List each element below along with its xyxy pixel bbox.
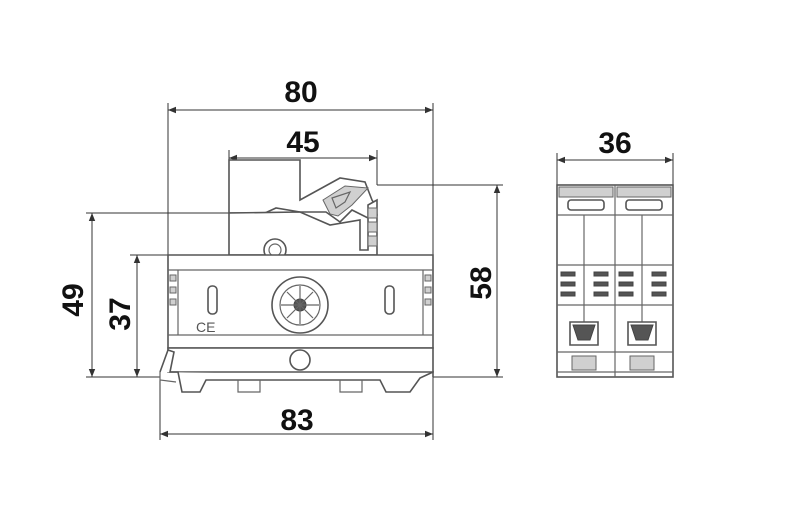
slot-right xyxy=(384,285,395,315)
fuse-holder-side xyxy=(556,184,674,378)
dim-label-36: 36 xyxy=(598,127,631,160)
pole-clip-2 xyxy=(627,321,657,346)
dim-label-58: 58 xyxy=(465,266,498,299)
front-view: 80 45 83 49 37 58 xyxy=(57,76,503,440)
pole-clip-1 xyxy=(569,321,599,346)
dim-label-45: 45 xyxy=(286,126,319,159)
dim-label-80: 80 xyxy=(284,76,317,109)
lower-screw-hole xyxy=(289,349,311,371)
dim-label-49: 49 xyxy=(57,283,90,316)
din-rail-clip xyxy=(159,348,434,393)
dim-label-83: 83 xyxy=(280,404,313,437)
dimension-lines xyxy=(88,106,501,438)
terminal-screw xyxy=(271,276,329,334)
slot-left xyxy=(207,285,218,315)
fuse-holder-front: CE xyxy=(159,159,434,393)
dim-label-37: 37 xyxy=(104,297,137,330)
ce-mark: CE xyxy=(196,319,215,335)
side-view: 36 xyxy=(556,127,674,378)
